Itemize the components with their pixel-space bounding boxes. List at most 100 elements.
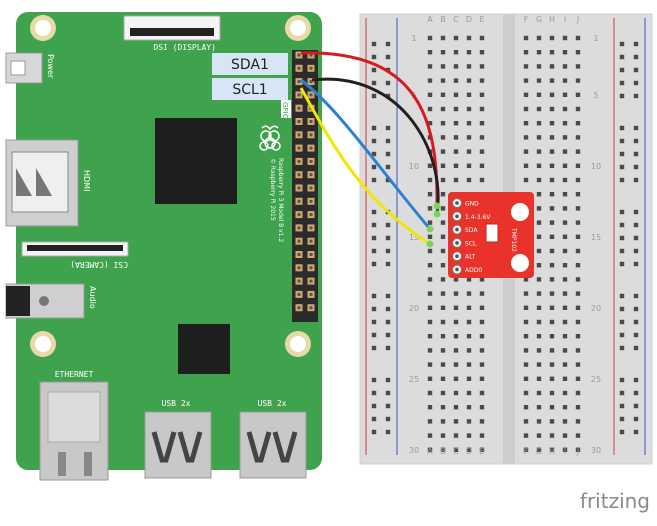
gpio-pin-core (297, 199, 301, 203)
gpio-pin-core (297, 226, 301, 230)
gpio-pin-core (309, 146, 313, 150)
column-letter: J (576, 15, 579, 24)
breadboard-hole (562, 390, 568, 396)
breadboard-hole (466, 291, 472, 296)
rail-hole (371, 67, 377, 73)
gpio-pin-core (297, 292, 301, 296)
rail-hole (385, 177, 391, 183)
rail-hole (633, 177, 639, 183)
breadboard-hole (523, 106, 529, 112)
breadboard-hole (440, 192, 446, 197)
breadboard-hole (562, 64, 568, 69)
breadboard-hole (427, 78, 433, 83)
rail-hole (619, 54, 625, 60)
breadboard-hole (536, 78, 542, 83)
breadboard-hole (453, 50, 459, 55)
rail-hole (633, 164, 639, 170)
rail-hole (619, 67, 625, 73)
breadboard-hole (479, 177, 485, 183)
breadboard-hole (479, 135, 485, 140)
ethernet-led (58, 452, 66, 476)
row-number: 25 (409, 375, 419, 384)
soc-chip (155, 118, 237, 204)
gpio-pin-core (309, 53, 313, 57)
rail-hole (633, 235, 639, 241)
gpio-pin-core (309, 80, 313, 84)
column-letter: A (427, 447, 433, 456)
rail-hole (619, 306, 625, 312)
gpio-pin-core (297, 66, 301, 70)
breadboard-hole (427, 348, 433, 353)
breadboard-hole (440, 263, 446, 268)
column-letter: G (536, 15, 542, 24)
ethernet-led (84, 452, 92, 476)
gpio-pin-core (297, 106, 301, 110)
breadboard-hole (536, 206, 542, 211)
breadboard-hole (427, 447, 433, 452)
breadboard-hole (466, 121, 472, 126)
breadboard-hole (536, 35, 542, 41)
breadboard-hole (479, 121, 485, 126)
breadboard-hole (466, 149, 472, 154)
rail-hole (385, 377, 391, 383)
hdmi-label: HDMI (82, 170, 91, 191)
breadboard-hole (466, 135, 472, 140)
breadboard-hole (549, 334, 555, 339)
breadboard-hole (479, 419, 485, 424)
breadboard-hole (427, 220, 433, 225)
csi-slot (27, 245, 123, 251)
breadboard-hole (427, 50, 433, 55)
breadboard-hole (575, 135, 581, 140)
breadboard-hole (427, 192, 433, 197)
breadboard-hole (575, 220, 581, 225)
rail-hole (371, 293, 377, 299)
rail-hole (619, 164, 625, 170)
breadboard-hole (453, 135, 459, 140)
breadboard-hole (440, 206, 446, 211)
rail-hole (619, 248, 625, 254)
rail-hole (385, 80, 391, 86)
wire-end-dot (433, 210, 441, 218)
breadboard-hole (479, 405, 485, 410)
breadboard-hole (440, 433, 446, 438)
breadboard-hole (466, 319, 472, 325)
row-number: 1 (593, 34, 598, 43)
rail-hole (371, 403, 377, 409)
breadboard-hole (549, 277, 555, 282)
breadboard-hole (479, 348, 485, 353)
breadboard-hole (453, 334, 459, 339)
breadboard-hole (523, 35, 529, 41)
breadboard-hole (549, 92, 555, 97)
breadboard-hole (536, 149, 542, 154)
breadboard-hole (575, 348, 581, 353)
audio-jack-hole (39, 296, 49, 306)
column-letter: J (576, 447, 579, 456)
breadboard-hole (562, 78, 568, 83)
rail-hole (619, 403, 625, 409)
breadboard-hole (466, 277, 472, 282)
wire-end-dot (426, 240, 434, 248)
breadboard-hole (562, 433, 568, 438)
breadboard-hole (453, 149, 459, 154)
mounting-hole (30, 15, 56, 41)
column-letter: D (466, 447, 472, 456)
breadboard-hole (549, 50, 555, 55)
breadboard-hole (549, 121, 555, 126)
raspberry-logo (259, 125, 281, 151)
breadboard-hole (440, 390, 446, 396)
breadboard-hole (562, 348, 568, 353)
breadboard-hole (427, 405, 433, 410)
breadboard-hole (549, 35, 555, 41)
breadboard-hole (536, 277, 542, 282)
breadboard-hole (479, 447, 485, 452)
rail-hole (619, 93, 625, 99)
ethernet-label: ETHERNET (55, 370, 94, 379)
breadboard-hole (479, 376, 485, 381)
breadboard-hole (466, 334, 472, 339)
breadboard-hole (453, 419, 459, 424)
breadboard-hole (549, 405, 555, 410)
breadboard-hole (440, 149, 446, 154)
